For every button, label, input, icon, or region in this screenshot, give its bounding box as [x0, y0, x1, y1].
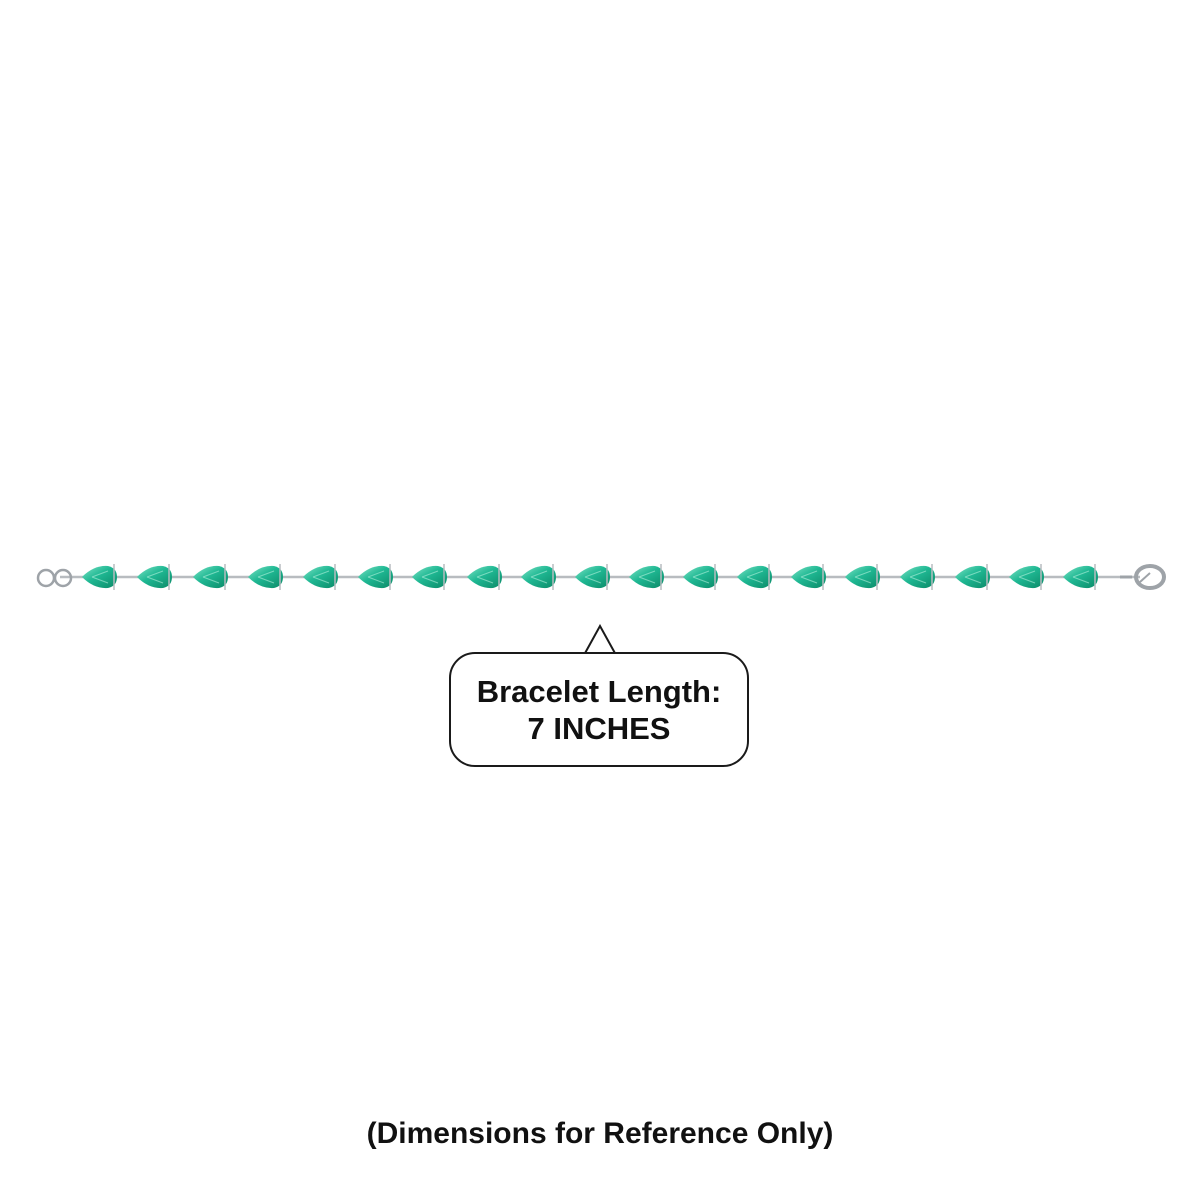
length-callout: Bracelet Length: 7 INCHES: [449, 652, 749, 767]
lobster-clasp-icon: [1120, 564, 1166, 590]
bracelet-illustration: [36, 564, 1166, 590]
disclaimer-note: (Dimensions for Reference Only): [366, 1117, 834, 1150]
gemstones: [82, 564, 1098, 590]
jump-rings-icon: [36, 568, 73, 588]
callout-value: 7 INCHES: [527, 710, 671, 746]
callout-label: Bracelet Length:: [476, 673, 722, 709]
